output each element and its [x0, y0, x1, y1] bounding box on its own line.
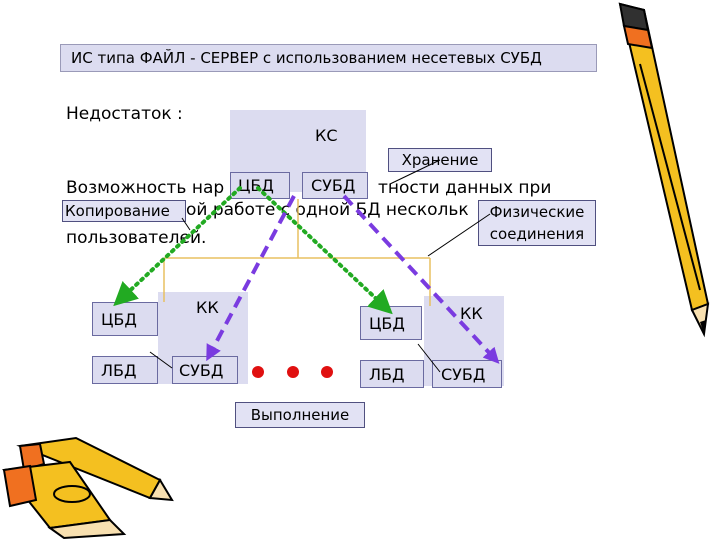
client-left-localdb-box: ЛБД	[92, 356, 158, 384]
disadvantage-line1-b: тности данных при	[378, 178, 552, 198]
disadvantage-label: Недостаток :	[66, 104, 183, 124]
client-left-dbms-label: СУБД	[179, 361, 224, 380]
pointer-lines	[149, 159, 491, 373]
disadvantage-line2: ой работе с одной БД нескольк	[186, 200, 469, 220]
server-db-box: ЦБД	[230, 172, 290, 199]
disadvantage-line1-a: Возможность нар	[66, 178, 225, 198]
exec-arrow-right	[342, 194, 500, 364]
client-left-db-label: ЦБД	[101, 310, 137, 329]
client-right-localdb-box: ЛБД	[360, 360, 424, 388]
server-db-label: ЦБД	[238, 176, 274, 195]
client-left-localdb-label: ЛБД	[101, 361, 137, 380]
execution-arrows	[206, 194, 500, 364]
execution-label: Выполнение	[250, 406, 350, 424]
copy-pointer	[181, 217, 191, 231]
physical-label-line2: соединения	[489, 225, 585, 243]
client-right-db-label: ЦБД	[369, 314, 405, 333]
server-label: КС	[315, 126, 338, 145]
physical-label-line1: Физические	[489, 203, 585, 221]
title-box: ИС типа ФАЙЛ - СЕРВЕР с использованием н…	[60, 44, 597, 72]
execution-tag: Выполнение	[235, 402, 365, 428]
client-right-dbms-box: СУБД	[432, 360, 502, 388]
left-client-inner-line	[149, 351, 173, 369]
copy-arrows	[113, 186, 393, 315]
network-bus	[163, 199, 431, 306]
client-right-localdb-label: ЛБД	[369, 365, 405, 384]
client-right-label: КК	[460, 304, 483, 323]
disadvantage-line3: пользователей.	[66, 228, 207, 248]
pencil-top-right	[618, 2, 710, 338]
right-client-inner-line	[417, 343, 441, 373]
page-title: ИС типа ФАЙЛ - СЕРВЕР с использованием н…	[71, 49, 542, 67]
client-left-db-box: ЦБД	[92, 302, 158, 336]
copy-label: Копирование	[65, 202, 170, 220]
server-dbms-box: СУБД	[302, 172, 368, 199]
storage-pointer	[389, 159, 441, 185]
client-right-dbms-label: СУБД	[441, 365, 486, 384]
server-dbms-label: СУБД	[311, 176, 356, 195]
copy-arrow-left	[113, 186, 242, 307]
physical-connections-tag: Физические соединения	[478, 200, 596, 246]
physical-pointer	[427, 213, 491, 257]
client-left-dbms-box: СУБД	[172, 356, 238, 384]
exec-arrow-left	[206, 195, 296, 362]
client-left-label: КК	[196, 298, 219, 317]
copy-arrow-right	[256, 186, 393, 315]
copy-tag: Копирование	[62, 200, 186, 222]
pencils-bottom-left	[2, 436, 174, 540]
ellipsis-dots	[252, 366, 333, 378]
